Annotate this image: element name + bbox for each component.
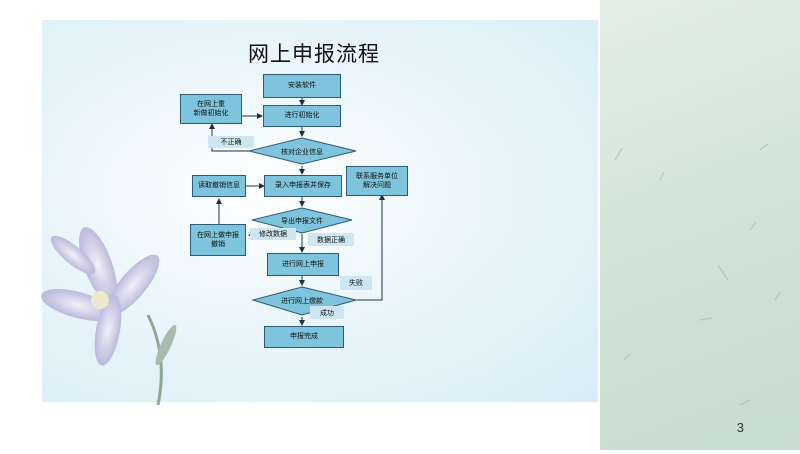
data-correct-label: 数据正确 [308,233,354,246]
reinit-step: 在网上重新做初始化 [180,94,242,124]
incorrect-label: 不正确 [208,136,254,148]
slide: 网上申报流程 [41,20,598,405]
page-title: 网上申报流程 [248,42,380,66]
online-payment-decision: 进行网上缴款 [281,297,323,305]
read-revoke-info-step: 读取撤销信息 [192,175,246,197]
online-declare-step: 进行网上申报 [267,253,339,276]
flowchart-connectors [209,98,385,326]
install-software-step: 安装软件 [263,74,341,98]
enter-save-step: 录入申报表并保存 [264,175,342,197]
side-decoration-panel [600,0,800,450]
modify-data-label: 修改数据 [250,228,296,240]
contact-service-step: 联系服务单位解决问题 [346,166,408,196]
verify-info-decision: 核对企业信息 [281,148,323,156]
init-step: 进行初始化 [263,105,341,127]
failed-label: 失败 [340,276,372,290]
side-texture-icon [614,143,781,406]
revoke-online-step: 在网上做申报撤销 [190,224,246,256]
success-label: 成功 [310,306,344,319]
declare-complete-step: 申报完成 [264,326,344,348]
export-file-decision: 导出申报文件 [281,217,323,225]
flower-decoration-icon [41,227,177,405]
page-number: 3 [736,420,744,435]
